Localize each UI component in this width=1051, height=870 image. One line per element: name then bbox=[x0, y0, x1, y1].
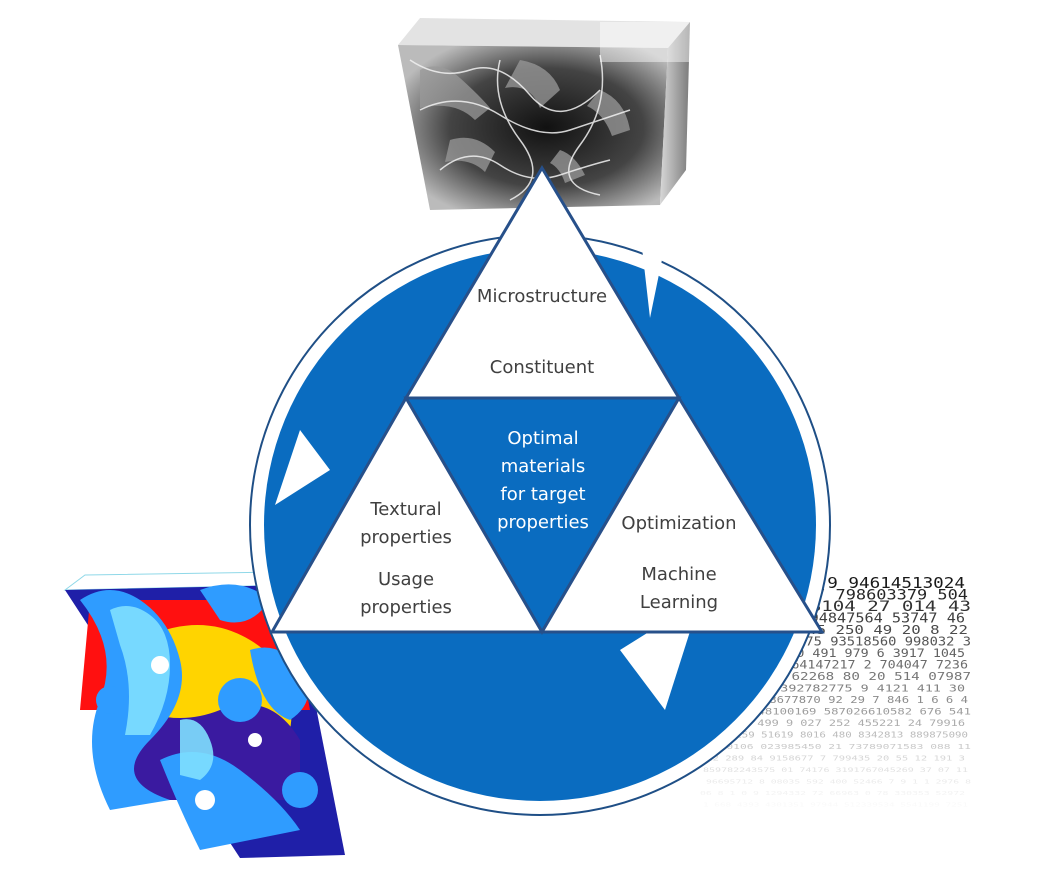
top-label-2: Constituent bbox=[490, 357, 594, 378]
left-label-1: Textural bbox=[369, 499, 441, 520]
triforce bbox=[269, 165, 825, 635]
left-label-4: properties bbox=[360, 597, 452, 618]
center-triangle-labels: Optimal materials for target properties bbox=[497, 428, 589, 533]
center-label-3: for target bbox=[500, 484, 585, 505]
right-label-1: Optimization bbox=[621, 513, 736, 534]
left-triangle bbox=[269, 394, 545, 634]
right-triangle-labels: Optimization Machine Learning bbox=[621, 513, 736, 613]
field-volume-image bbox=[63, 571, 345, 858]
right-label-2: Machine bbox=[641, 564, 716, 585]
top-label-1: Microstructure bbox=[477, 286, 607, 307]
right-triangle bbox=[539, 395, 825, 634]
center-label-1: Optimal bbox=[507, 428, 578, 449]
microstructure-image bbox=[398, 18, 690, 210]
left-label-2: properties bbox=[360, 527, 452, 548]
right-label-3: Learning bbox=[640, 592, 718, 613]
center-label-4: properties bbox=[497, 512, 589, 533]
left-label-3: Usage bbox=[378, 569, 434, 590]
top-triangle-labels: Microstructure Constituent bbox=[477, 286, 607, 378]
center-label-2: materials bbox=[501, 456, 586, 477]
left-triangle-labels: Textural properties Usage properties bbox=[360, 499, 452, 618]
